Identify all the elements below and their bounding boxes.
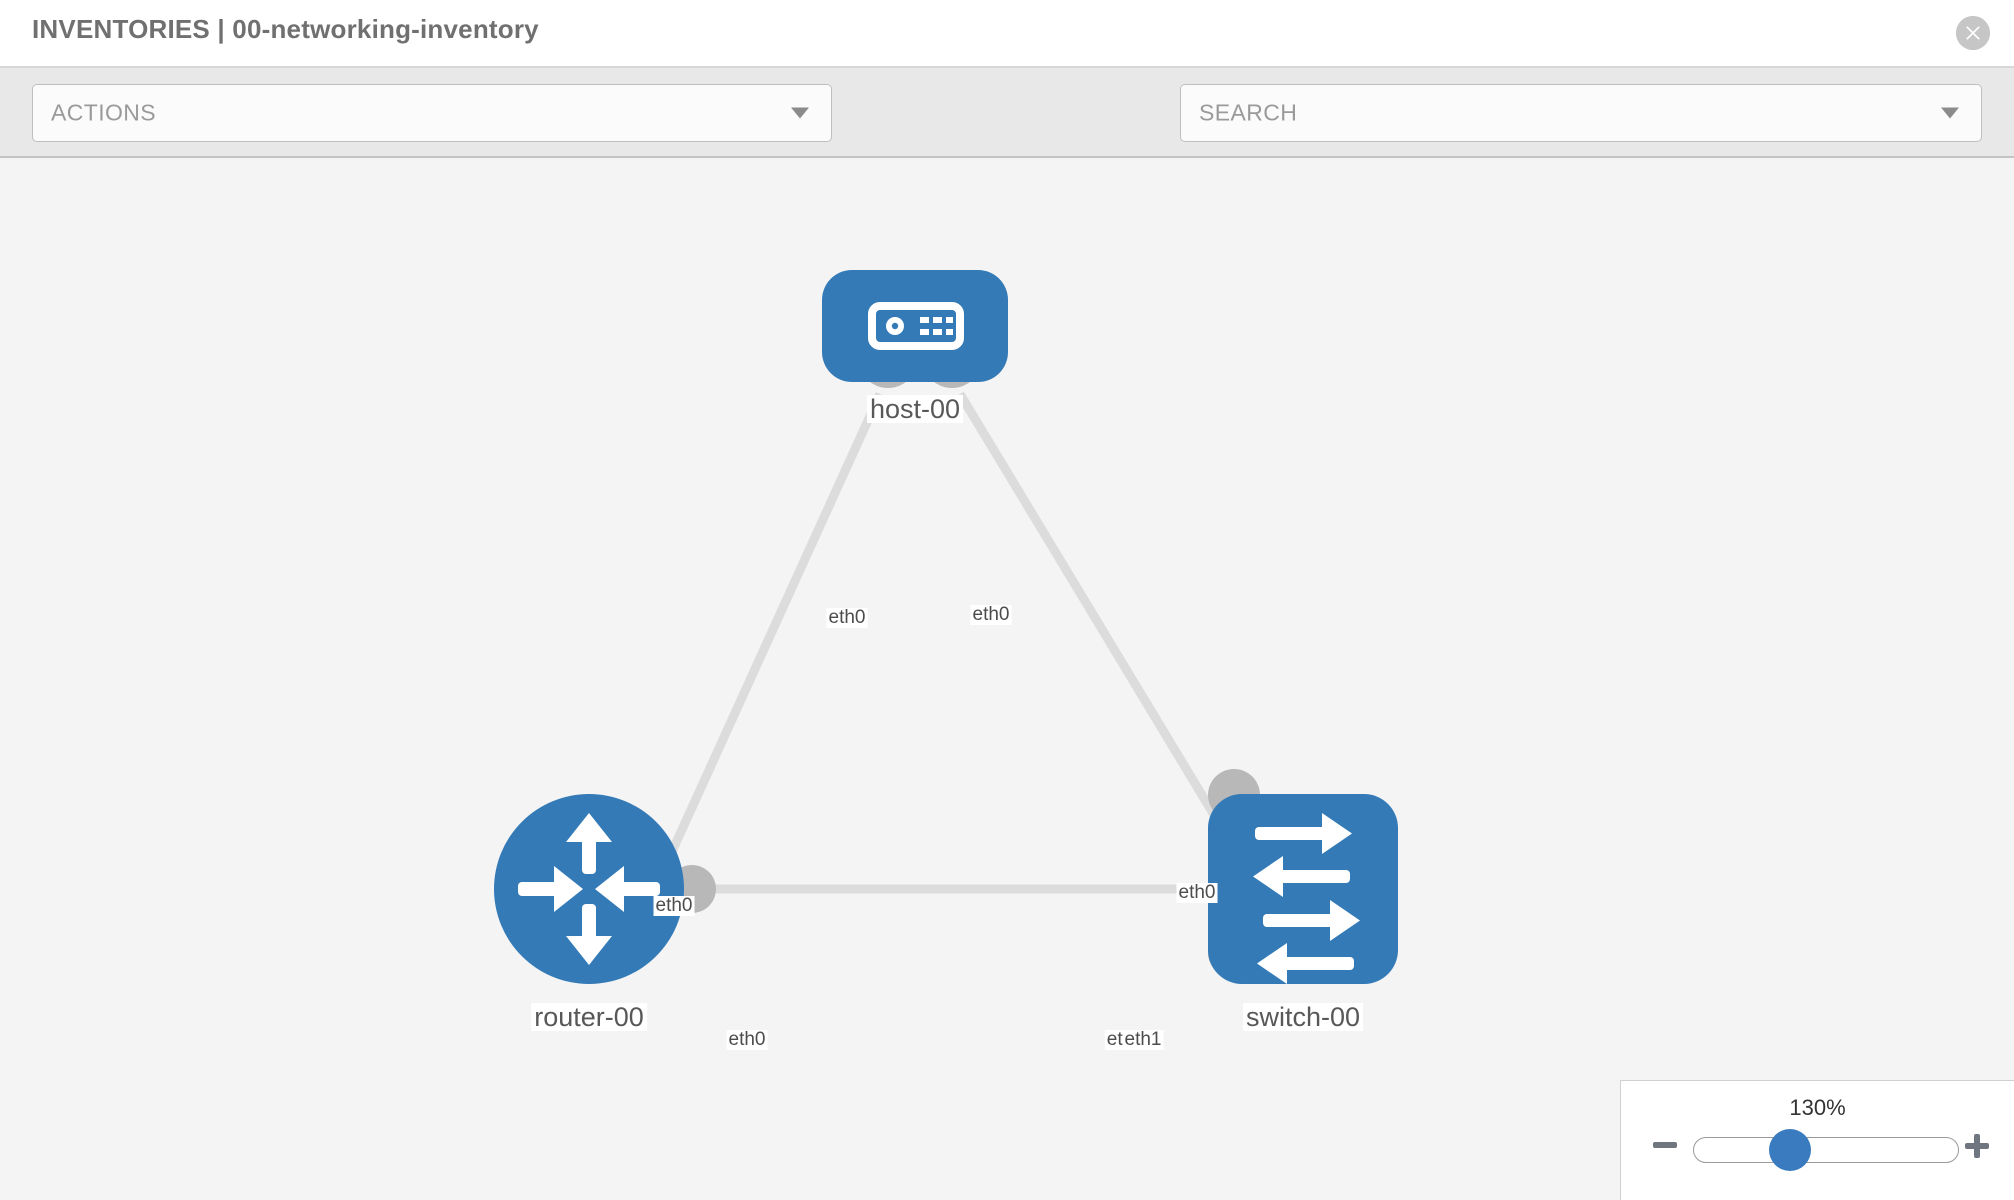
search-placeholder: SEARCH [1199, 99, 1298, 126]
iface-label: eth0 [970, 604, 1012, 625]
page-title: INVENTORIES | 00-networking-inventory [32, 14, 539, 44]
topology-connectors [668, 328, 1260, 977]
plus-icon[interactable] [1962, 1131, 1992, 1161]
iface-label: eth1 [1122, 1029, 1164, 1050]
iface-label: eth0 [1176, 882, 1218, 903]
actions-dropdown[interactable]: ACTIONS [32, 84, 832, 142]
iface-label: eth0 [726, 1029, 768, 1050]
node-label-router-00: router-00 [531, 1003, 647, 1031]
node-label-switch-00: switch-00 [1242, 1003, 1364, 1031]
window-header: INVENTORIES | 00-networking-inventory [0, 0, 2014, 68]
zoom-percent-label: 130% [1789, 1095, 1846, 1120]
iface-label: eth0 [653, 895, 695, 916]
node-switch-00 [1208, 794, 1398, 984]
topology-links [650, 391, 1244, 894]
topology-canvas[interactable]: host-00 router-00 switch-00 eth0 eth0 et… [0, 158, 2014, 1200]
zoom-slider-track[interactable] [1693, 1137, 1959, 1163]
topology-toolbar: ACTIONS SEARCH [0, 68, 2014, 197]
zoom-slider-handle[interactable] [1769, 1129, 1811, 1171]
node-label-host-00: host-00 [866, 395, 964, 423]
close-icon[interactable] [1956, 16, 1990, 50]
search-input[interactable]: SEARCH [1180, 84, 1982, 142]
chevron-down-icon [1941, 107, 1959, 119]
iface-label: eth0 [826, 607, 868, 628]
zoom-control: 130% [1620, 1080, 2014, 1200]
actions-dropdown-label: ACTIONS [51, 99, 157, 126]
node-router-00 [494, 794, 684, 984]
node-host-00 [822, 270, 1008, 382]
minus-icon[interactable] [1651, 1131, 1679, 1159]
chevron-down-icon [791, 107, 809, 119]
